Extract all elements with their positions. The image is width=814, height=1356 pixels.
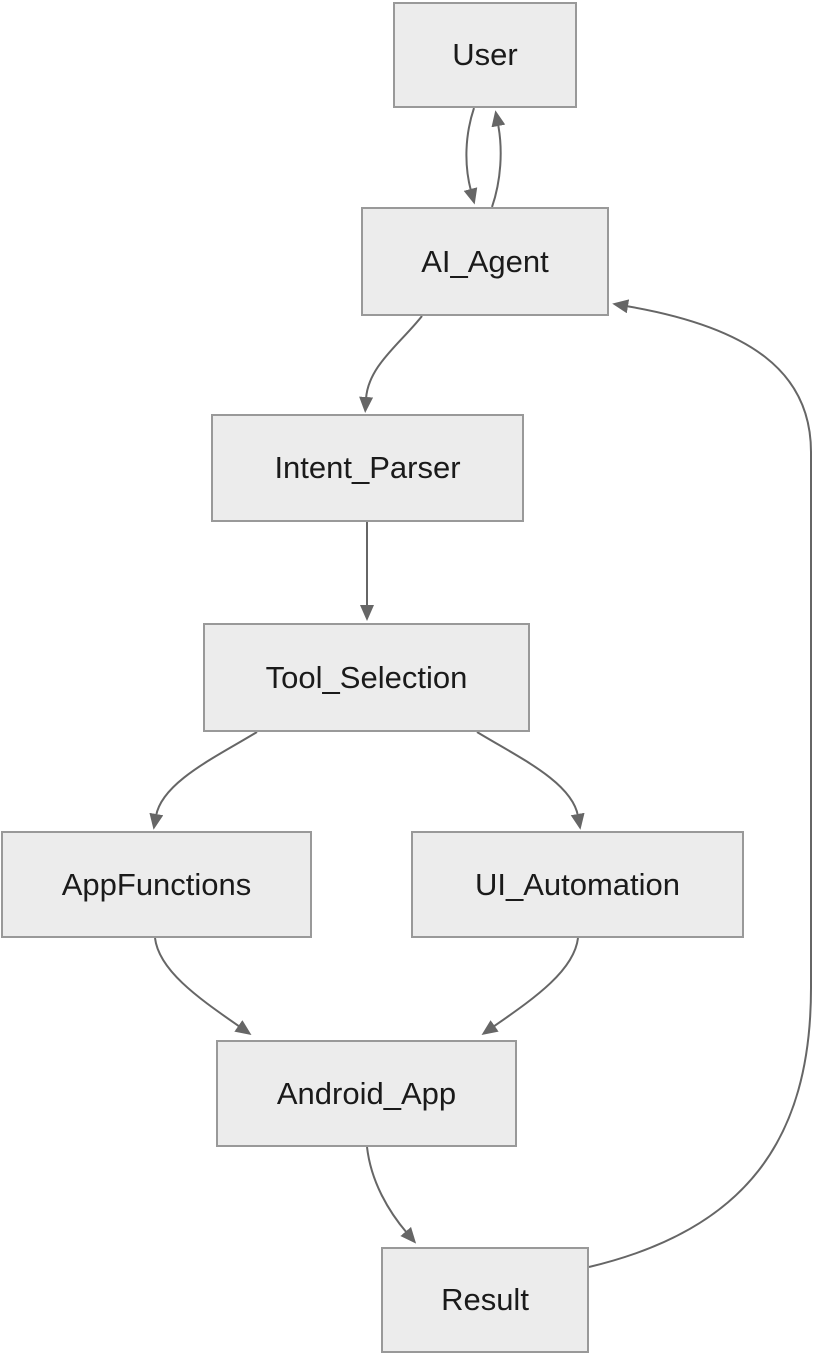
node-user: User <box>393 2 577 108</box>
node-android-app-label: Android_App <box>276 1075 457 1111</box>
node-result: Result <box>381 1247 589 1353</box>
node-tool-selection: Tool_Selection <box>203 623 530 732</box>
node-intent-parser-label: Intent_Parser <box>274 450 461 486</box>
node-tool-selection-label: Tool_Selection <box>265 659 468 695</box>
node-ai-agent: AI_Agent <box>361 207 609 316</box>
node-intent-parser: Intent_Parser <box>211 414 524 522</box>
node-ui-automation-label: UI_Automation <box>474 866 681 902</box>
node-appfunctions-label: AppFunctions <box>61 866 252 902</box>
edge-result-to-ai-agent <box>588 299 812 1268</box>
node-ai-agent-label: AI_Agent <box>421 243 549 279</box>
edge-ai-agent-to-user <box>491 110 506 208</box>
node-android-app: Android_App <box>216 1040 517 1147</box>
edge-appfunctions-to-android-app <box>154 937 252 1036</box>
edge-user-to-ai-agent <box>463 107 478 205</box>
edge-tool-selection-to-appfunctions <box>149 731 258 830</box>
edge-ai-agent-to-intent-parser <box>359 315 423 413</box>
node-user-label: User <box>452 37 518 73</box>
edge-tool-selection-to-ui-automation <box>476 731 585 830</box>
edge-android-app-to-result <box>366 1146 417 1244</box>
node-ui-automation: UI_Automation <box>411 831 744 938</box>
edge-ui-automation-to-android-app <box>481 937 579 1036</box>
node-appfunctions: AppFunctions <box>1 831 312 938</box>
node-result-label: Result <box>441 1282 529 1318</box>
